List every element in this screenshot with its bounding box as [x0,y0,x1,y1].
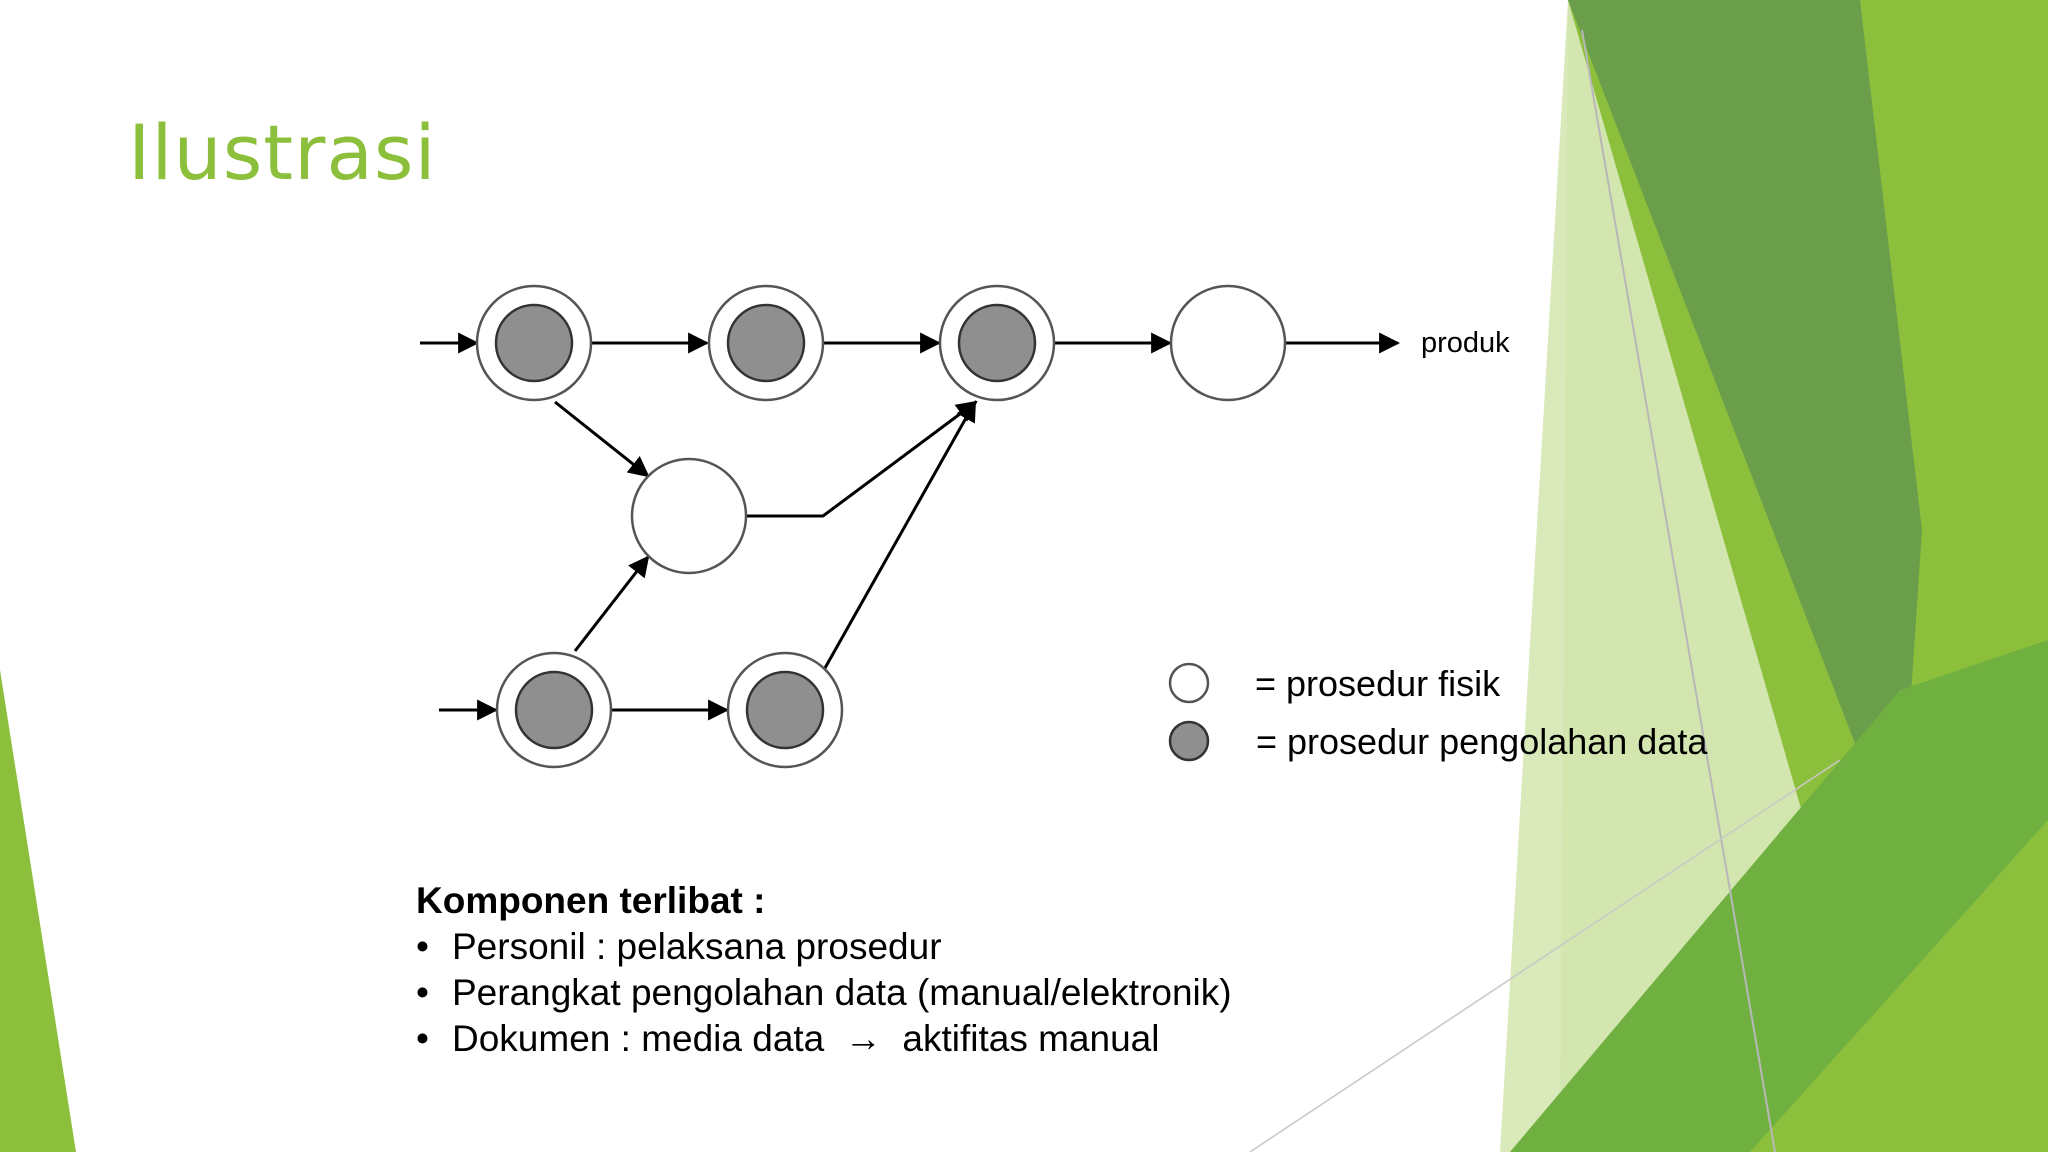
node-processing-2 [707,284,825,402]
list-item: • Personil : pelaksana prosedur [416,924,1232,970]
arrow-b1-mid [573,555,650,652]
legend: = prosedur fisik = prosedur pengolahan d… [1168,662,1708,762]
list-item-text: Personil : pelaksana prosedur [452,926,942,967]
list-item-text: Perangkat pengolahan data (manual/elektr… [452,972,1232,1013]
bullet: • [416,972,429,1013]
legend-empty-circle-icon [1168,662,1210,704]
node-processing-1 [475,284,593,402]
list-item-text: Dokumen : media data → aktifitas manual [452,1018,1160,1059]
arrow-b2-n3 [823,400,977,669]
slide-title: Ilustrasi [128,108,437,197]
legend-processing-label: = prosedur pengolahan data [1256,721,1708,762]
components-list: Komponen terlibat : • Personil : pelaksa… [416,878,1232,1062]
right-thin-line [1581,29,1776,1152]
legend-physical-label: = prosedur fisik [1255,663,1501,704]
list-item: • Perangkat pengolahan data (manual/elek… [416,970,1232,1016]
legend-filled-circle-icon [1168,720,1210,762]
list-item: • Dokumen : media data → aktifitas manua… [416,1016,1232,1062]
right-green-panel-dark [1568,0,1922,860]
node-processing-b2 [726,651,844,769]
bullet: • [416,926,429,967]
right-green-bottom-bright [1750,820,2048,1152]
bottom-thin-line [1249,759,1841,1152]
bullet: • [416,1018,429,1059]
node-physical-mid [630,457,748,575]
arrow-n1-mid [554,400,650,478]
node-physical-4 [1169,284,1287,402]
arrow-mid-n3 [747,400,978,518]
components-heading: Komponen terlibat : [416,880,766,921]
output-label: produk [1421,327,1510,359]
node-processing-b1 [495,651,613,769]
left-green-stripe [0,670,76,1152]
node-processing-3 [938,284,1056,402]
